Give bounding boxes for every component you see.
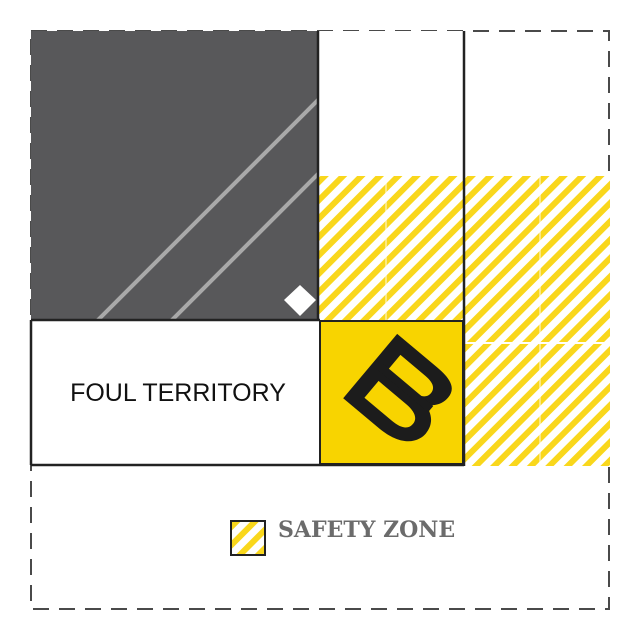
safety-zone-legend-swatch xyxy=(230,520,266,556)
home-plate-marker xyxy=(284,285,316,316)
foul-line-stripe-outer xyxy=(95,97,318,320)
structure-lines xyxy=(29,31,466,467)
legend: SAFETY ZONE xyxy=(230,517,455,556)
batters-box-b-logo-icon xyxy=(343,333,452,442)
foul-territory-label: FOUL TERRITORY xyxy=(70,379,286,407)
base-square xyxy=(319,320,464,465)
upper-white-area xyxy=(318,31,464,176)
safety-zone-legend-label: SAFETY ZONE xyxy=(278,517,455,543)
foul-territory-box xyxy=(31,320,320,465)
foul-line-stripe-inner xyxy=(169,171,318,320)
playing-field xyxy=(31,31,318,320)
